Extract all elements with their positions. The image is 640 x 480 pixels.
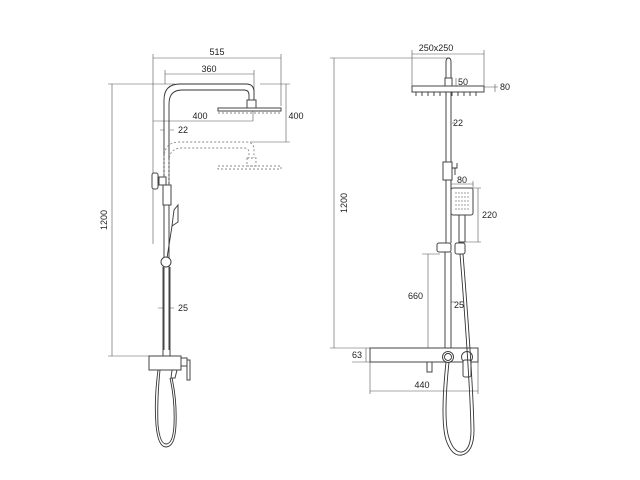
hose (442, 253, 475, 456)
mixer-body (148, 355, 182, 371)
side-view: 515 360 1200 400 400 22 25 (99, 47, 304, 448)
dim-lower-pipe: 25 (454, 300, 464, 310)
dim-overall-reach: 515 (209, 47, 224, 57)
dim-shelf-height: 63 (352, 350, 362, 360)
dim-arm-length: 360 (201, 64, 216, 74)
dim-hand-shower-width: 80 (457, 175, 467, 185)
rain-shower-head (411, 85, 485, 93)
dim-upper-pipe: 22 (178, 125, 188, 135)
pipe-joint (162, 184, 172, 206)
spout-outlet (426, 361, 433, 373)
dim-height: 1200 (99, 210, 109, 230)
dim-height: 1200 (339, 193, 349, 213)
dim-head-size: 250x250 (419, 43, 454, 53)
hand-shower-nozzles (455, 192, 469, 210)
diverter-lever (452, 163, 458, 175)
mixer-lever (186, 359, 191, 381)
dimension-lines (108, 54, 290, 357)
hand-shower-handle (458, 214, 466, 243)
dim-slider-height: 660 (408, 291, 423, 301)
dim-head-connector: 50 (458, 77, 468, 87)
hand-shower-holder (454, 242, 466, 255)
dim-head-drop: 400 (192, 111, 207, 121)
diverter-knob (151, 172, 159, 190)
rain-shower-head-lowered (217, 165, 282, 170)
diverter-body (158, 176, 167, 186)
dim-height-adjust: 400 (288, 111, 303, 121)
dim-lower-pipe: 25 (178, 303, 188, 313)
mixer-lever-base (180, 357, 188, 367)
shower-arm (163, 83, 255, 350)
front-view: 250x250 50 80 1200 22 80 220 660 25 63 4… (330, 43, 510, 456)
shower-arm (445, 57, 452, 78)
head-connector (444, 77, 453, 87)
hose (154, 369, 177, 448)
dim-shelf-width: 440 (414, 380, 429, 390)
shower-arm-lowered (163, 141, 255, 190)
dimension-lines (330, 50, 498, 394)
diverter-body (442, 161, 453, 181)
head-connector (246, 99, 257, 109)
slider-holder (160, 256, 172, 268)
dim-upper-pipe: 22 (453, 118, 463, 128)
dim-head-thickness: 80 (500, 82, 510, 92)
control-lever (462, 359, 472, 378)
hand-shower (171, 203, 179, 228)
rain-shower-head (217, 107, 282, 112)
dim-hand-shower-length: 220 (482, 210, 497, 220)
slider (436, 242, 452, 253)
